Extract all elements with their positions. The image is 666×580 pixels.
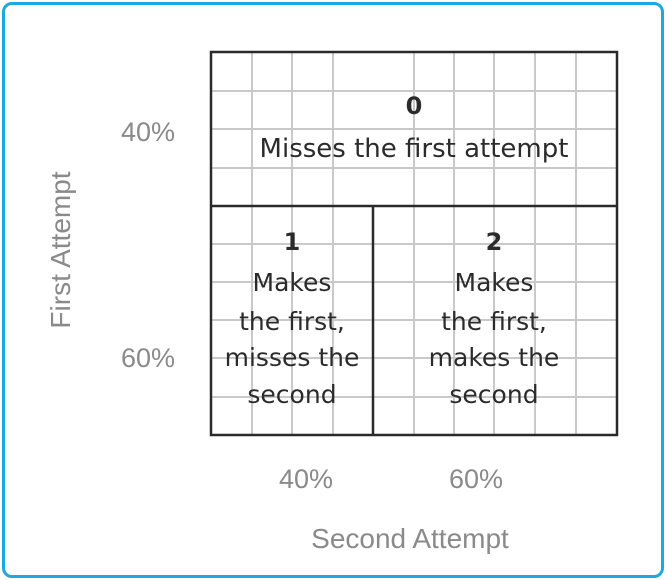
top-cell-number: 0 xyxy=(406,92,423,120)
bottom-left-cell-number: 1 xyxy=(284,228,301,256)
bottom-left-line: Makes xyxy=(253,268,332,297)
bottom-right-line: Makes xyxy=(455,268,534,297)
bottom-left-line: second xyxy=(247,380,336,409)
bottom-right-line: the first, xyxy=(441,307,547,336)
bottom-left-line: misses the xyxy=(225,343,360,372)
bottom-left-line: the first, xyxy=(239,307,345,336)
outer-border xyxy=(209,50,619,437)
grid-lines xyxy=(211,52,617,435)
row-label-top: 40% xyxy=(121,117,175,147)
column-label-right: 60% xyxy=(449,464,503,494)
y-axis-title: First Attempt xyxy=(45,171,76,328)
bottom-right-line: makes the xyxy=(429,343,560,372)
row-label-bottom: 60% xyxy=(121,343,175,373)
top-cell-text: Misses the first attempt xyxy=(260,134,569,164)
column-label-left: 40% xyxy=(279,464,333,494)
bottom-right-cell-number: 2 xyxy=(486,228,503,256)
x-axis-title: Second Attempt xyxy=(311,523,509,554)
bottom-right-line: second xyxy=(449,380,538,409)
